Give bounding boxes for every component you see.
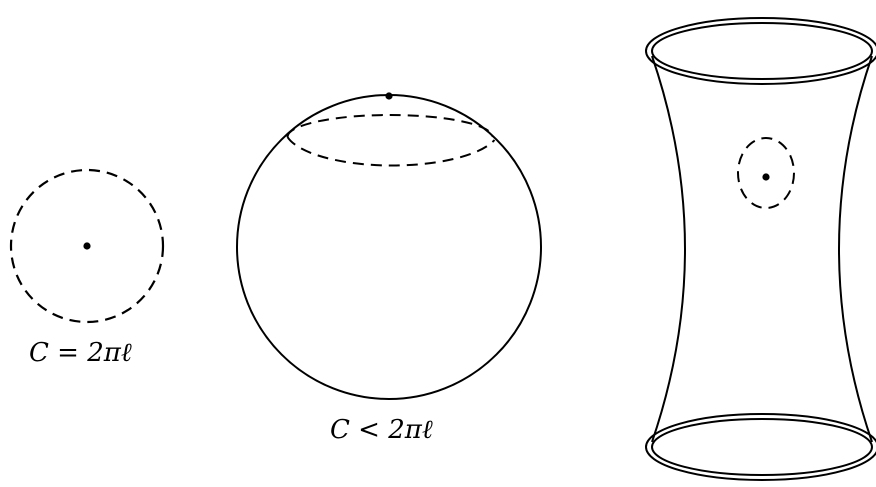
- sphere-pole-point: [385, 92, 393, 100]
- hyperboloid-top-rim-inner: [651, 22, 873, 80]
- flat-plane-panel: [9, 168, 165, 324]
- sphere-latitude-back: [286, 114, 494, 138]
- flat-center-point: [83, 242, 91, 250]
- sphere-latitude-front: [286, 136, 496, 167]
- sphere-outline: [236, 94, 542, 400]
- flat-circumference-label: C = 2πℓ: [29, 338, 132, 368]
- hyperboloid-bottom-rim-inner: [651, 418, 873, 476]
- sphere-panel: [236, 92, 542, 400]
- sphere-circumference-label: C < 2πℓ: [330, 415, 433, 445]
- hyperboloid-bottom-rim-outer: [645, 413, 876, 481]
- flat-dashed-circle: [9, 168, 165, 324]
- hyperboloid-center-point: [762, 173, 770, 181]
- hyperboloid-left-side: [651, 55, 686, 443]
- hyperboloid-dashed-loop: [737, 137, 795, 209]
- hyperboloid-right-side: [838, 55, 873, 443]
- hyperboloid-panel: [645, 17, 876, 481]
- hyperboloid-top-rim-outer: [645, 17, 876, 85]
